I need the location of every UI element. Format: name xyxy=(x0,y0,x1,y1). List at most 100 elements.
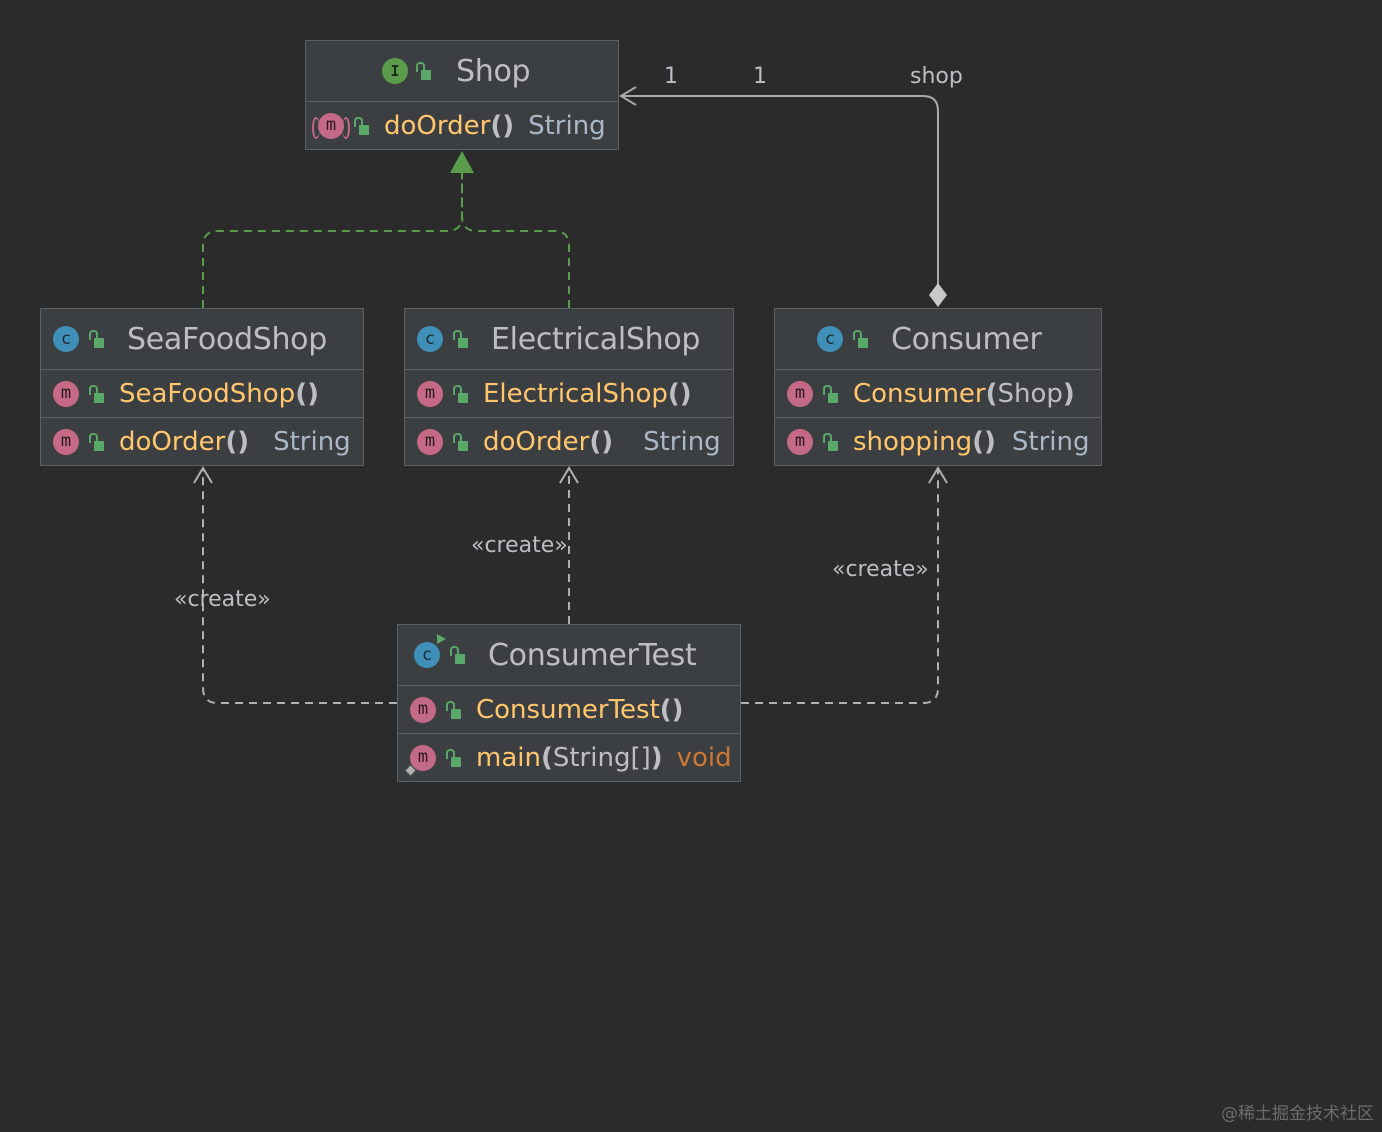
create-label-consumer: «create» xyxy=(832,557,929,582)
method-icon: m xyxy=(53,380,79,407)
method-parens: () xyxy=(589,426,614,457)
method-icon: m xyxy=(787,380,813,407)
method-icon: m xyxy=(787,428,813,455)
method-paren-close: ) xyxy=(1062,378,1075,409)
member-row[interactable]: m doOrder() String xyxy=(41,418,363,465)
node-title: Consumer xyxy=(891,321,1042,357)
node-title: ElectricalShop xyxy=(491,321,701,357)
create-label-seafoodshop: «create» xyxy=(174,587,271,612)
public-visibility-icon xyxy=(453,384,468,403)
public-visibility-icon xyxy=(453,432,468,451)
association-arrowhead xyxy=(619,86,637,106)
method-name: Consumer xyxy=(853,378,986,409)
realization-arrowhead xyxy=(450,151,474,173)
static-marker-icon xyxy=(404,763,417,777)
consumer-class-node[interactable]: c Consumer m Consumer(Shop) m shopping()… xyxy=(774,308,1102,466)
run-marker-icon xyxy=(437,634,446,644)
public-visibility-icon xyxy=(446,748,461,767)
public-visibility-icon xyxy=(450,646,465,664)
method-parens: () xyxy=(972,426,996,457)
method-name: SeaFoodShop xyxy=(119,378,296,409)
electricalshop-class-node[interactable]: c ElectricalShop m ElectricalShop() m do… xyxy=(404,308,734,466)
create-label-electricalshop: «create» xyxy=(471,533,568,558)
public-visibility-icon xyxy=(446,700,461,719)
method-paren-open: ( xyxy=(985,378,998,409)
public-visibility-icon xyxy=(89,384,104,403)
create-arrowhead-consumer xyxy=(928,466,948,484)
consumertest-class-node[interactable]: c ConsumerTest m ConsumerTest() m main(S… xyxy=(397,624,741,782)
realization-edge-electricalshop xyxy=(461,172,570,308)
create-edge-consumer xyxy=(741,470,939,704)
seafoodshop-header: c SeaFoodShop xyxy=(41,309,363,370)
method-name: doOrder xyxy=(384,110,491,141)
member-row[interactable]: m Consumer(Shop) xyxy=(775,370,1101,418)
method-params: Shop xyxy=(997,378,1063,409)
return-type: String xyxy=(273,426,351,457)
interface-icon: I xyxy=(382,58,408,84)
return-type: String xyxy=(643,426,721,457)
method-name: doOrder xyxy=(483,426,590,457)
consumer-header: c Consumer xyxy=(775,309,1101,370)
create-arrowhead-seafoodshop xyxy=(193,466,213,484)
return-type: String xyxy=(528,110,606,141)
return-type: void xyxy=(676,742,732,773)
public-visibility-icon xyxy=(823,432,838,451)
consumertest-header: c ConsumerTest xyxy=(398,625,740,686)
method-parens: () xyxy=(490,110,515,141)
abstract-method-icon: m xyxy=(312,112,350,139)
member-row[interactable]: m shopping() String xyxy=(775,418,1101,465)
method-icon: m xyxy=(410,696,436,723)
node-title: SeaFoodShop xyxy=(127,321,327,357)
node-title: Shop xyxy=(456,53,531,89)
method-name: ConsumerTest xyxy=(476,694,660,725)
multiplicity-label-source: 1 xyxy=(753,64,767,89)
electricalshop-header: c ElectricalShop xyxy=(405,309,733,370)
public-visibility-icon xyxy=(354,116,369,135)
member-row[interactable]: m doOrder() String xyxy=(306,102,618,149)
multiplicity-label-target: 1 xyxy=(664,64,678,89)
class-icon: c xyxy=(417,326,443,352)
member-row[interactable]: m doOrder() String xyxy=(405,418,733,465)
method-name: main xyxy=(476,742,541,773)
create-arrowhead-electricalshop xyxy=(559,466,579,484)
association-role-label: shop xyxy=(910,64,963,89)
method-parens: () xyxy=(295,378,319,409)
method-name: shopping xyxy=(853,426,973,457)
association-edge-consumer-shop xyxy=(622,95,939,284)
create-edge-seafoodshop xyxy=(202,470,397,704)
method-icon: m xyxy=(417,380,443,407)
node-title: ConsumerTest xyxy=(488,637,697,673)
watermark: @稀土掘金技术社区 xyxy=(1221,1104,1374,1124)
member-row[interactable]: m SeaFoodShop() xyxy=(41,370,363,418)
method-name: doOrder xyxy=(119,426,226,457)
public-visibility-icon xyxy=(823,384,838,403)
method-parens: () xyxy=(667,378,692,409)
method-parens: () xyxy=(659,694,684,725)
public-visibility-icon xyxy=(853,330,868,348)
runnable-class-icon: c xyxy=(414,634,446,668)
shop-interface-node[interactable]: I Shop m doOrder() String xyxy=(305,40,619,150)
class-icon: c xyxy=(53,326,79,352)
method-icon: m xyxy=(53,428,79,455)
member-row[interactable]: m ConsumerTest() xyxy=(398,686,740,734)
method-params: String[] xyxy=(552,742,651,773)
shop-header: I Shop xyxy=(306,41,618,102)
public-visibility-icon xyxy=(89,432,104,451)
public-visibility-icon xyxy=(89,330,104,348)
return-type: String xyxy=(1011,426,1090,457)
method-paren-close: ) xyxy=(650,742,663,773)
public-visibility-icon xyxy=(416,62,431,80)
method-parens: () xyxy=(225,426,250,457)
member-row[interactable]: m main(String[]) void xyxy=(398,734,740,781)
method-icon: m xyxy=(417,428,443,455)
method-paren-open: ( xyxy=(540,742,553,773)
composition-diamond xyxy=(929,283,947,307)
seafoodshop-class-node[interactable]: c SeaFoodShop m SeaFoodShop() m doOrder(… xyxy=(40,308,364,466)
static-method-icon: m xyxy=(404,744,436,777)
realization-edge-seafoodshop xyxy=(202,172,463,308)
public-visibility-icon xyxy=(453,330,468,348)
class-icon: c xyxy=(817,326,843,352)
method-name: ElectricalShop xyxy=(483,378,668,409)
member-row[interactable]: m ElectricalShop() xyxy=(405,370,733,418)
